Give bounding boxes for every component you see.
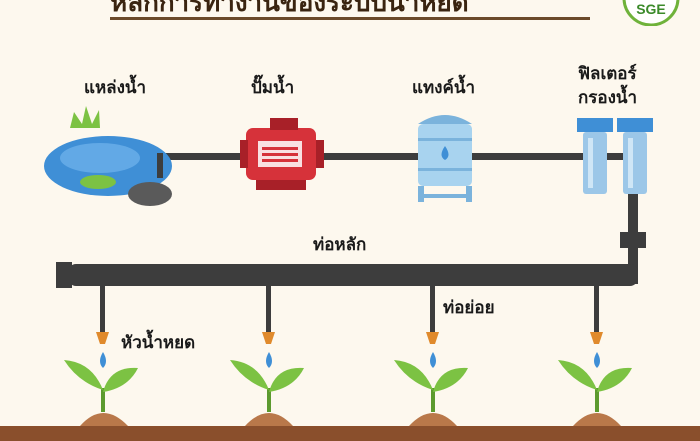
filter-icon [577, 118, 653, 194]
sub-pipe-4 [590, 286, 603, 368]
plant-4 [558, 360, 632, 426]
title-underline [110, 17, 590, 20]
pump-label: ปั๊มน้ำ [251, 78, 295, 98]
sub-pipe-1 [96, 286, 109, 368]
sub-pipe-label: ท่อย่อย [443, 298, 495, 318]
sge-logo: SGE [622, 0, 680, 26]
diagram-title: หลักการทำงานของระบบน้ำหยด [110, 0, 469, 18]
main-pipe-label: ท่อหลัก [313, 235, 367, 255]
tank-label: แทงค์น้ำ [412, 78, 476, 98]
plant-1 [64, 360, 138, 426]
main-pipe [68, 264, 638, 286]
plant-2 [230, 360, 304, 426]
filter-label-line2: กรองน้ำ [578, 88, 638, 108]
water-source-label: แหล่งน้ำ [84, 78, 147, 98]
filter-label-line1: ฟิลเตอร์ [578, 64, 637, 84]
emitter-label: หัวน้ำหยด [121, 333, 196, 353]
sub-pipe-2 [262, 286, 275, 368]
soil-strip [0, 426, 700, 441]
tank-icon [418, 115, 472, 202]
pond-icon [44, 106, 172, 206]
sub-pipe-3 [426, 286, 439, 368]
pump-icon [240, 118, 324, 190]
plant-3 [394, 360, 468, 426]
logo-text: SGE [636, 1, 666, 17]
supply-pipe [160, 153, 635, 160]
